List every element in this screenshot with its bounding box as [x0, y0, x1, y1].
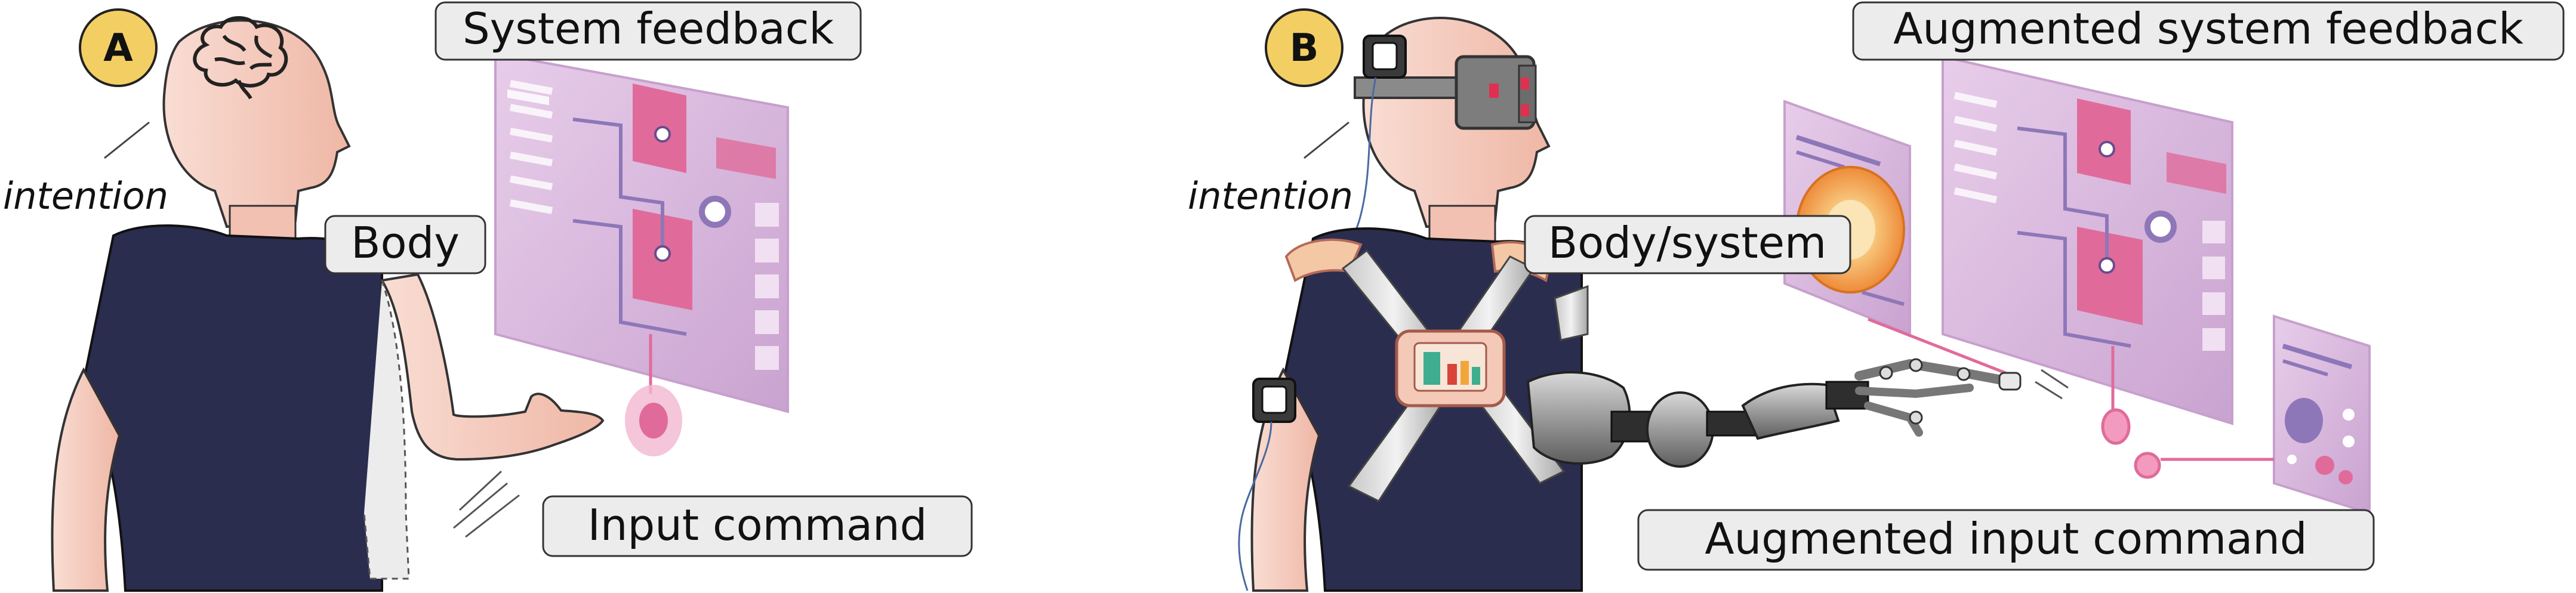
- panel-b-input-command-box: [1637, 509, 2375, 571]
- panel-a-right-arm: [380, 273, 605, 461]
- panel-b-shoulder-pad-left: [1284, 238, 1363, 282]
- panel-a-body-box: [324, 215, 486, 274]
- panel-b-body-box: [1524, 215, 1851, 274]
- panel-a-system-feedback-label: System feedback: [463, 4, 834, 54]
- brain-icon: [193, 16, 288, 100]
- panel-a-torso: [82, 224, 383, 592]
- panel-a-screen: [494, 52, 789, 413]
- panel-b-input-command-label: Augmented input command: [1705, 514, 2307, 564]
- brain-sensor-icon: [1363, 35, 1407, 79]
- panel-a-left-arm: [51, 367, 121, 592]
- panel-a-motion-outline: [363, 280, 410, 580]
- panel-b-center-screen: [1942, 55, 2233, 425]
- panel-b-arm-wire: [1238, 421, 1272, 591]
- panel-b-intention-line: [1304, 121, 1349, 159]
- panel-a: intention A System feedback Body Input c…: [3, 1, 973, 592]
- panel-a-intention-text: intention: [3, 174, 168, 218]
- panel-b-sensor-wire: [1345, 77, 1377, 251]
- panel-a-system-feedback-box: [435, 1, 862, 61]
- panel-b-right-screen: [2273, 314, 2371, 515]
- panel-b-system-feedback-label: Augmented system feedback: [1893, 4, 2523, 54]
- panel-a-body-label: Body: [351, 218, 460, 268]
- panel-b-motion-lines: [2035, 369, 2069, 400]
- arm-sensor-icon: [1252, 378, 1296, 423]
- panel-a-input-command-label: Input command: [588, 500, 928, 550]
- panel-b-intention-text: intention: [1188, 174, 1353, 218]
- panel-b-connectors: [1868, 317, 2274, 479]
- panel-b-body-label: Body/system: [1548, 218, 1826, 268]
- panel-a-input-command-box: [542, 495, 973, 557]
- panel-a-head: [162, 19, 351, 249]
- panel-a-badge-letter: A: [103, 26, 133, 70]
- panel-a-motion-lines: [453, 470, 520, 538]
- robotic-arm-icon: [1526, 358, 2022, 468]
- vr-headset-icon: [1354, 55, 1537, 130]
- panel-a-badge: [79, 8, 158, 87]
- panel-b: intention B Augmented system feedback Bo…: [1188, 1, 2565, 592]
- panel-b-badge: [1265, 8, 1344, 87]
- panel-b-badge-letter: B: [1290, 26, 1319, 70]
- panel-b-chest-unit: [1395, 329, 1506, 407]
- panel-b-system-feedback-box: [1852, 1, 2565, 61]
- panel-a-touch-core: [639, 403, 668, 438]
- panel-a-intention-line: [104, 121, 150, 159]
